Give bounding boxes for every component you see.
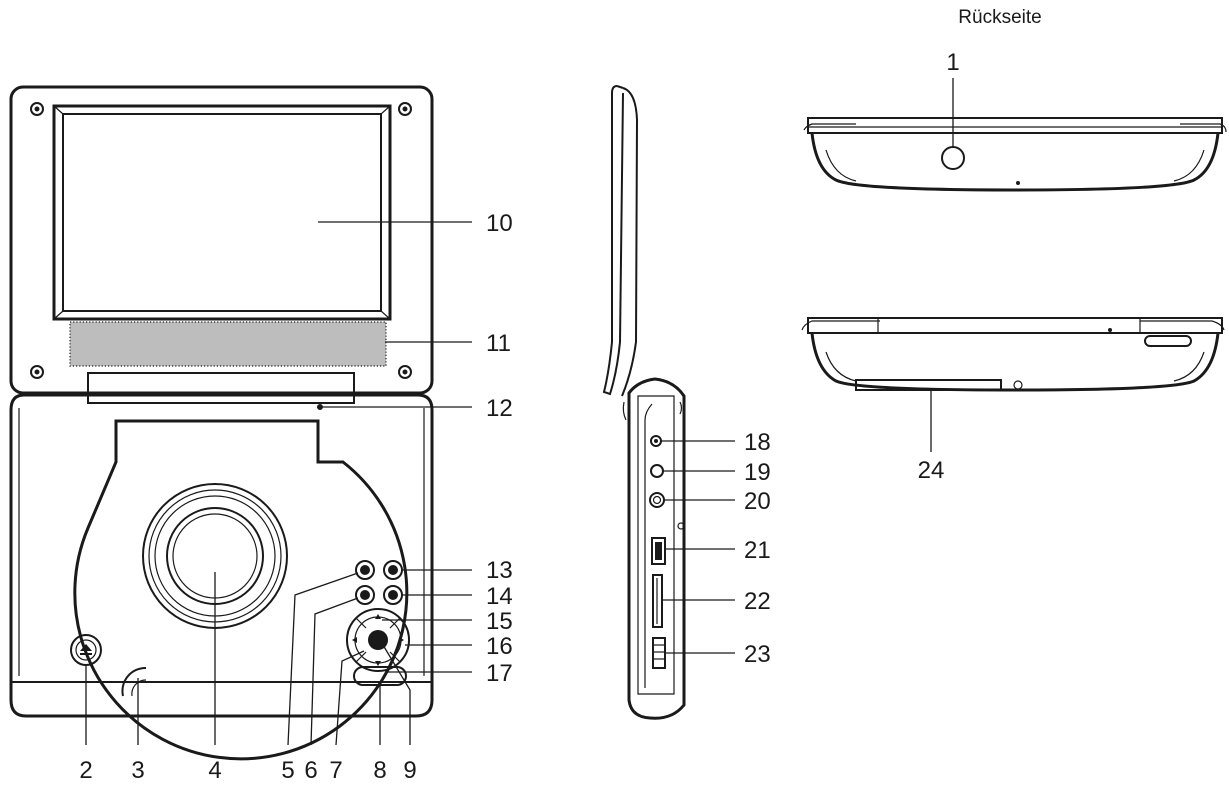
arrow-down-icon <box>375 661 381 666</box>
label-13: 13 <box>486 557 513 584</box>
navigation-pad[interactable] <box>346 608 410 672</box>
label-21: 21 <box>744 537 771 564</box>
usb-port[interactable] <box>651 537 666 565</box>
label-24: 24 <box>918 457 945 484</box>
label-1: 1 <box>946 49 959 76</box>
label-15: 15 <box>486 608 513 635</box>
back-port[interactable] <box>941 146 965 170</box>
label-9: 9 <box>403 757 416 784</box>
label-8: 8 <box>373 757 386 784</box>
label-5: 5 <box>281 757 294 784</box>
eject-button[interactable] <box>70 634 102 666</box>
label-17: 17 <box>486 660 513 687</box>
label-12: 12 <box>486 395 513 422</box>
eject-icon <box>80 644 92 651</box>
bottom-slot <box>855 379 1002 391</box>
bottom-view <box>801 317 1225 392</box>
side-body <box>627 377 686 720</box>
sensor-dot <box>317 404 323 410</box>
side-view <box>602 85 686 720</box>
label-4: 4 <box>208 757 221 784</box>
ok-button-icon[interactable] <box>368 630 388 650</box>
label-20: 20 <box>744 488 771 515</box>
player-base <box>9 393 434 718</box>
button-14[interactable] <box>383 585 403 605</box>
function-buttons <box>355 560 403 605</box>
label-2: 2 <box>79 757 92 784</box>
lid-screws <box>30 102 412 379</box>
label-16: 16 <box>486 633 513 660</box>
label-23: 23 <box>744 641 771 668</box>
back-view-title: Rückseite <box>958 7 1041 28</box>
label-22: 22 <box>744 588 771 615</box>
label-3: 3 <box>131 757 144 784</box>
label-14: 14 <box>486 583 513 610</box>
disc-notch <box>121 666 147 697</box>
button-6[interactable] <box>355 585 375 605</box>
label-19: 19 <box>744 459 771 486</box>
arrow-left-icon <box>352 637 357 643</box>
button-5[interactable] <box>355 560 375 580</box>
back-view: Rückseite <box>803 7 1227 192</box>
button-13[interactable] <box>383 560 403 580</box>
label-6: 6 <box>304 757 317 784</box>
slide-switch[interactable] <box>652 637 666 669</box>
arrow-up-icon <box>375 614 381 619</box>
disc-lid <box>73 419 409 761</box>
display-screen <box>52 104 392 321</box>
card-slot[interactable] <box>652 574 663 628</box>
screen-lid <box>9 85 434 395</box>
port-19[interactable] <box>650 464 664 478</box>
front-view <box>9 85 434 761</box>
label-18: 18 <box>744 429 771 456</box>
label-7: 7 <box>329 757 342 784</box>
label-10: 10 <box>486 210 513 237</box>
label-11: 11 <box>486 330 511 357</box>
hinge <box>87 372 355 404</box>
port-20[interactable] <box>649 492 665 508</box>
leader-lines <box>85 78 954 746</box>
callout-numbers: 10 11 12 13 14 15 16 17 2 3 4 5 6 7 8 9 … <box>79 49 959 784</box>
speaker-grille <box>69 321 387 367</box>
arrow-right-icon <box>399 637 404 643</box>
